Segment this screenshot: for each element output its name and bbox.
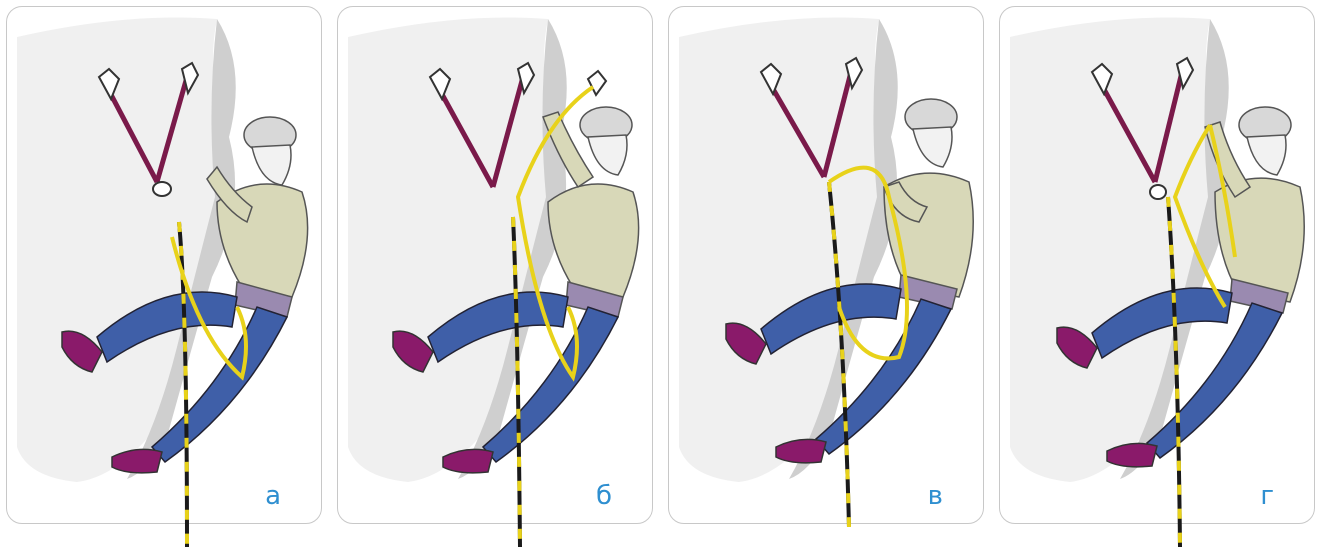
head — [913, 127, 952, 167]
panel-label-g: г — [1260, 483, 1274, 509]
panel-a: а — [6, 6, 322, 524]
head — [1247, 135, 1286, 175]
torso — [548, 184, 639, 297]
panel-label-b: б — [596, 483, 612, 509]
panel-g-illustration — [1000, 7, 1316, 547]
torso — [1215, 178, 1304, 302]
panel-label-v: в — [928, 483, 943, 509]
panel-g: г — [999, 6, 1315, 524]
panel-b: б — [337, 6, 653, 524]
panel-v-illustration — [669, 7, 985, 547]
panel-v: в — [668, 6, 984, 524]
head — [252, 145, 291, 185]
panel-a-illustration — [7, 7, 323, 547]
head — [588, 135, 627, 175]
panel-label-a: а — [265, 483, 281, 509]
panel-b-illustration — [338, 7, 654, 547]
